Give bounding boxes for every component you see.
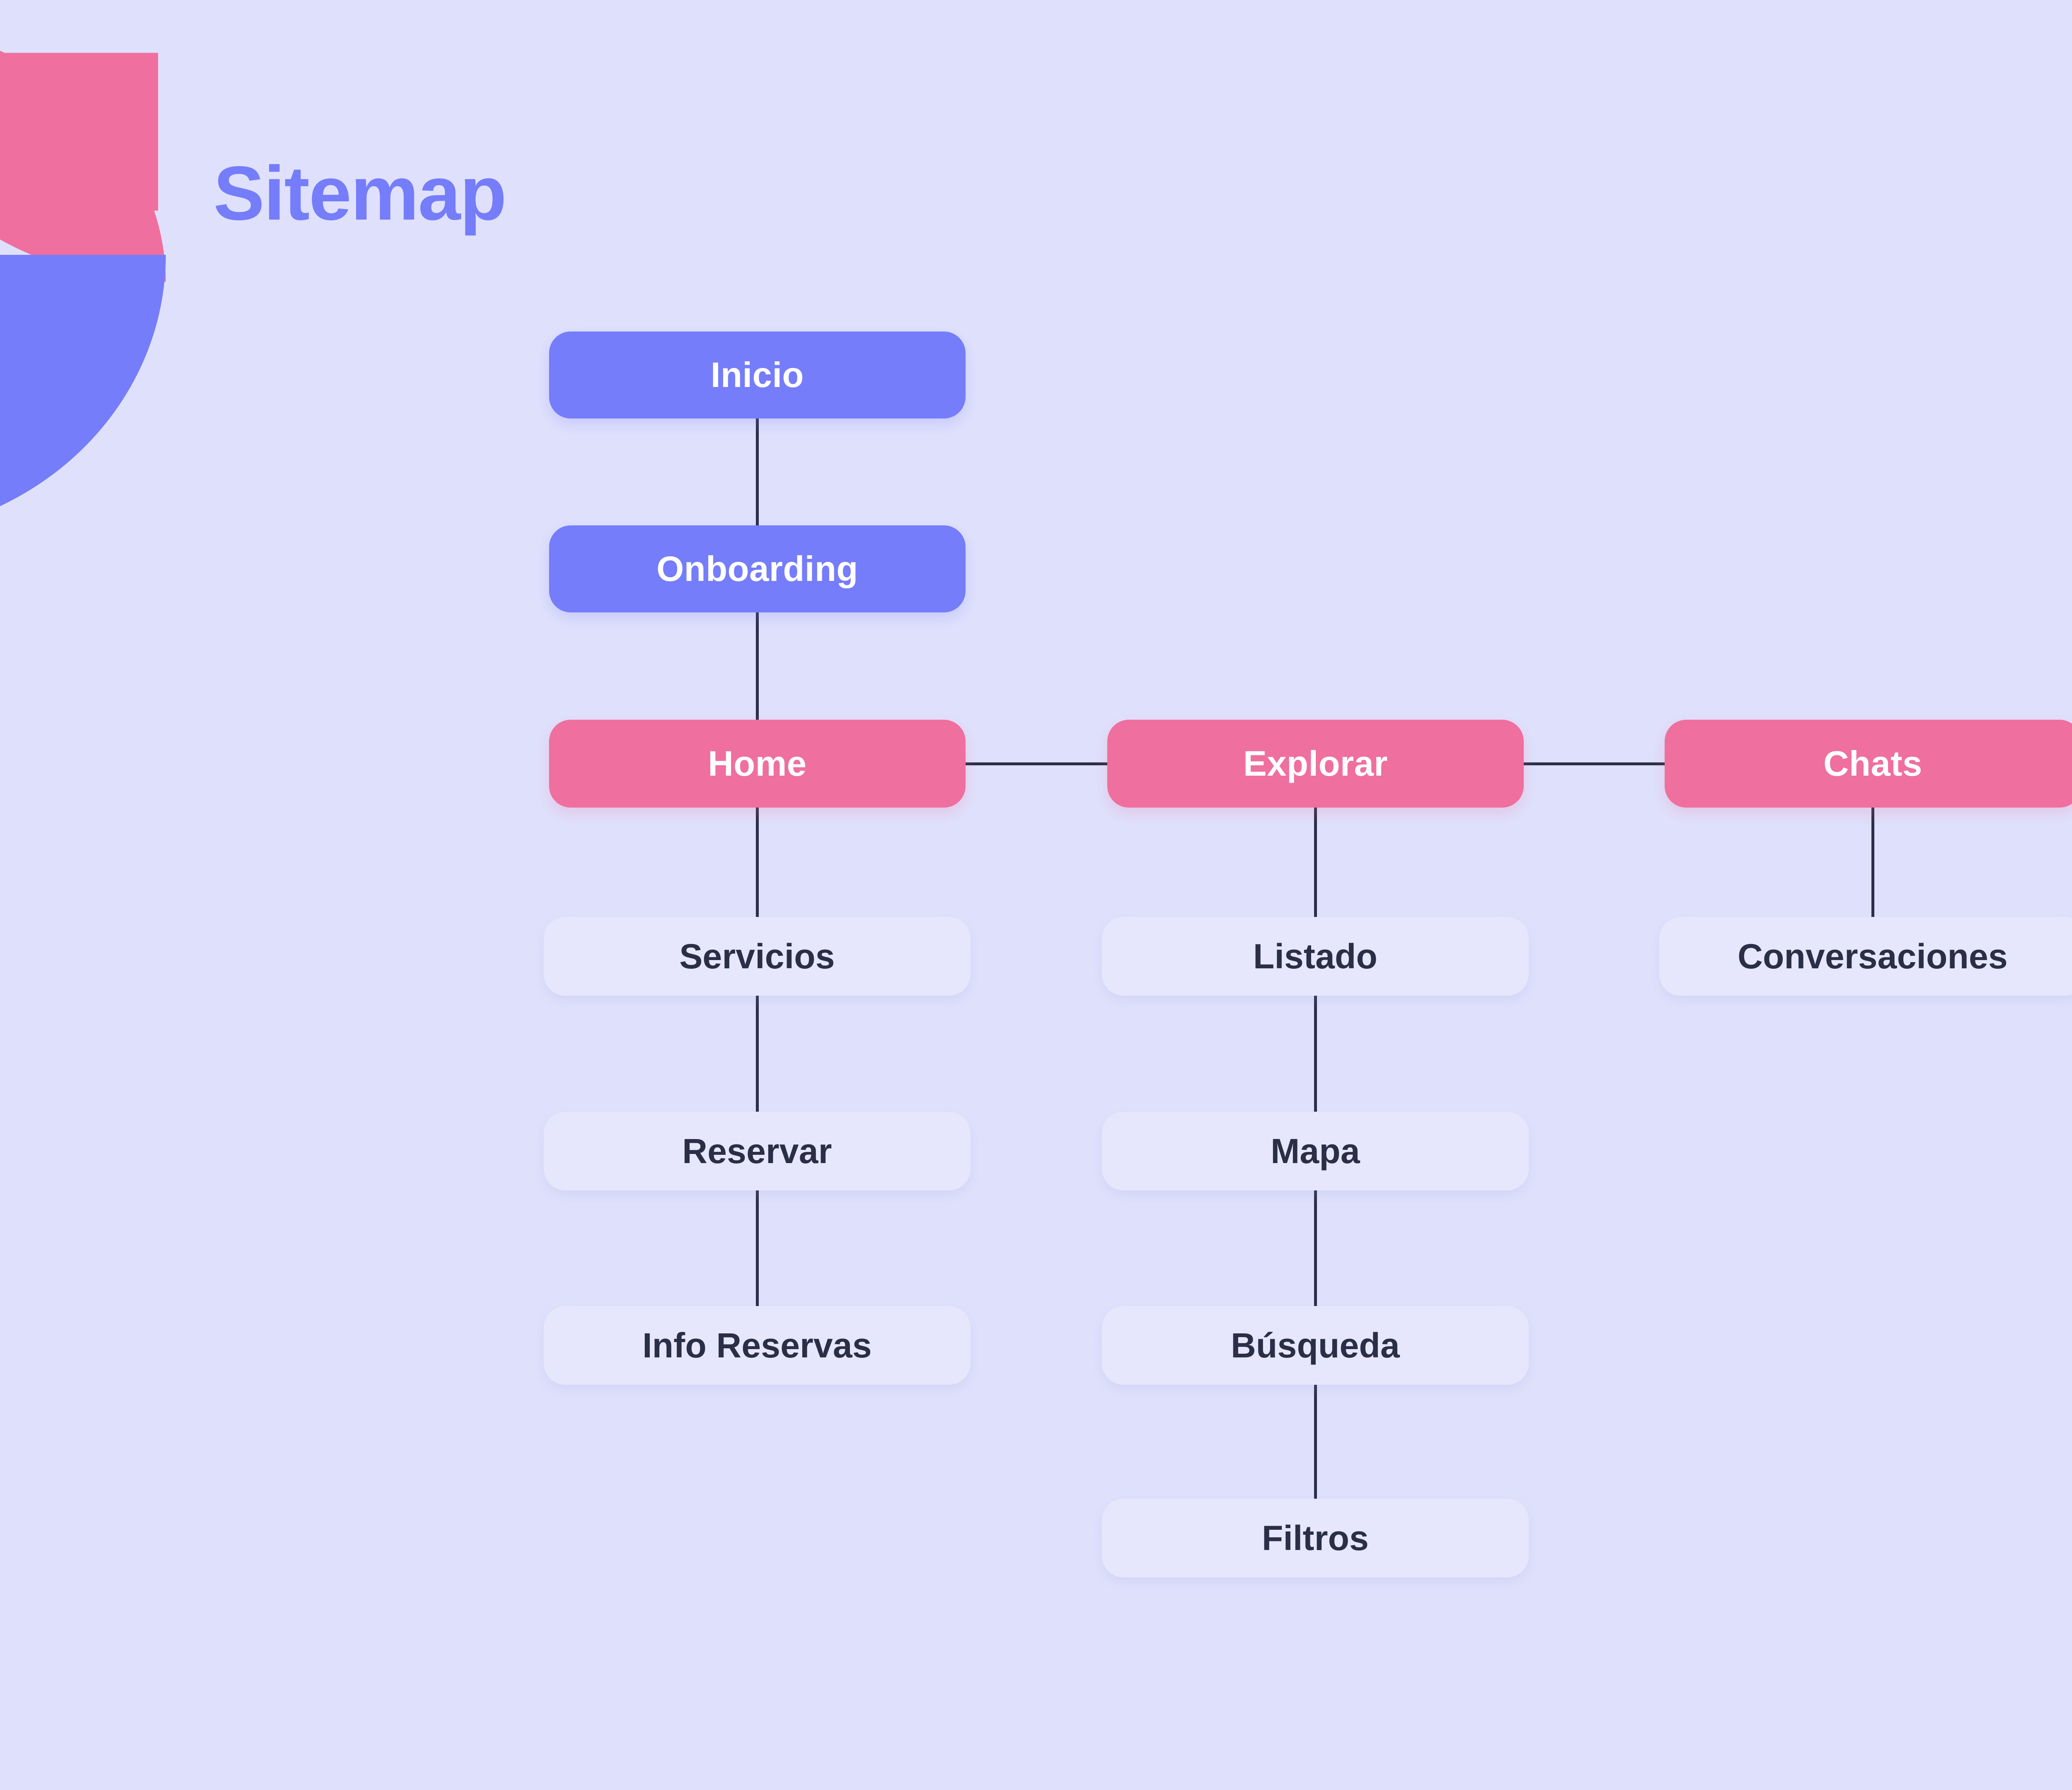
connector-busqueda-filtros [1314,1385,1317,1499]
page-title: Sitemap [213,151,507,236]
sitemap-node-label: Servicios [679,937,835,976]
connector-chats-conversaciones [1871,808,1874,917]
sitemap-node-filtros[interactable]: Filtros [1102,1499,1529,1577]
connector-onboarding-home [756,612,759,720]
sitemap-node-label: Inicio [711,355,804,395]
connector-explorar-chats [1524,762,1665,765]
sitemap-node-label: Onboarding [656,549,858,589]
sitemap-node-label: Home [708,744,807,784]
sitemap-node-label: Filtros [1261,1519,1369,1558]
sitemap-node-inicio[interactable]: Inicio [549,331,966,418]
sitemap-node-reservar[interactable]: Reservar [544,1112,971,1190]
sitemap-node-label: Info Reservas [642,1326,872,1365]
sitemap-node-label: Búsqueda [1231,1326,1400,1365]
connector-home-explorar [966,762,1107,765]
sitemap-node-conversaciones[interactable]: Conversaciones [1659,917,2072,996]
connector-servicios-reservar [756,996,759,1112]
connector-mapa-busqueda [1314,1190,1317,1306]
leaf-petal-purple-icon [0,255,166,537]
sitemap-node-onboarding[interactable]: Onboarding [549,525,966,612]
connector-explorar-listado [1314,808,1317,917]
connector-reservar-inforeservas [756,1190,759,1306]
sitemap-node-label: Chats [1823,744,1922,784]
sitemap-node-servicios[interactable]: Servicios [544,917,971,996]
sitemap-node-label: Conversaciones [1738,937,2008,976]
connector-inicio-onboarding [756,418,759,525]
sitemap-node-info-reservas[interactable]: Info Reservas [544,1306,971,1385]
sitemap-node-label: Explorar [1243,744,1388,784]
sitemap-node-explorar[interactable]: Explorar [1107,720,1524,808]
sitemap-node-label: Listado [1253,937,1378,976]
connector-listado-mapa [1314,996,1317,1112]
sitemap-node-label: Reservar [682,1132,832,1171]
sitemap-node-busqueda[interactable]: Búsqueda [1102,1306,1529,1385]
sitemap-node-listado[interactable]: Listado [1102,917,1529,996]
sitemap-node-chats[interactable]: Chats [1665,720,2072,808]
sitemap-node-label: Mapa [1271,1132,1360,1171]
connector-home-servicios [756,808,759,917]
leaf-petal-pink-icon [0,23,166,282]
sitemap-node-mapa[interactable]: Mapa [1102,1112,1529,1190]
sitemap-node-home[interactable]: Home [549,720,966,808]
